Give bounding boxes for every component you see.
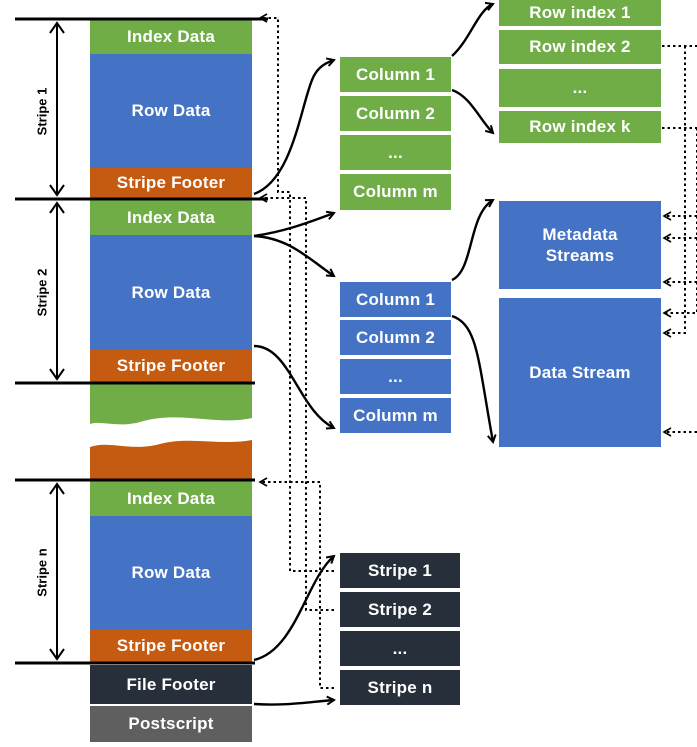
striben-row-data: Row Data: [90, 516, 252, 630]
row-index-2: Row index 2: [499, 30, 661, 64]
group1-column-m: Column m: [340, 174, 451, 210]
arrow-index2-to-columns2: [253, 234, 334, 276]
gap-orange-fill: [90, 440, 252, 479]
striben-label: Stripe n: [34, 548, 50, 597]
arrow-footern-to-stripelist: [253, 556, 334, 662]
stripe2-footer: Stripe Footer: [90, 350, 252, 382]
arrow-index2-to-column1-group1: [253, 213, 334, 238]
stripe2-label: Stripe 2: [34, 268, 50, 317]
arrow-filefooter-to-stripen: [253, 700, 334, 706]
dotted-stripe2-to-file: [258, 193, 334, 611]
group1-column-ellipsis: ...: [340, 135, 451, 170]
stripe2-bracket: [49, 201, 65, 381]
row-index-k: Row index k: [499, 111, 661, 143]
group2-column-1: Column 1: [340, 282, 451, 317]
group2-column-m: Column m: [340, 398, 451, 433]
stripe-list-1: Stripe 1: [340, 553, 460, 588]
stripe-list-n: Stripe n: [340, 670, 460, 705]
stripe1-bracket: [49, 21, 65, 197]
stripe2-row-data: Row Data: [90, 235, 252, 350]
striben-footer: Stripe Footer: [90, 630, 252, 662]
dotted-right-rail-b: [662, 128, 697, 318]
data-stream: Data Stream: [499, 298, 661, 447]
arrow-footer2-to-columns2: [253, 344, 334, 428]
postscript: Postscript: [90, 706, 252, 742]
arrow-col1-to-rowindex1: [451, 4, 493, 57]
stripe1-footer: Stripe Footer: [90, 168, 252, 198]
stripe1-label: Stripe 1: [34, 87, 50, 136]
gap-green-fill: [90, 384, 252, 425]
stripe-list-2: Stripe 2: [340, 592, 460, 627]
file-footer: File Footer: [90, 665, 252, 704]
stripe2-index-data: Index Data: [90, 200, 252, 235]
stripe1-row-data: Row Data: [90, 54, 252, 168]
row-index-ellipsis: ...: [499, 69, 661, 107]
group2-column-2: Column 2: [340, 320, 451, 355]
stripe-list-ellipsis: ...: [340, 631, 460, 666]
row-index-1: Row index 1: [499, 0, 661, 26]
dotted-right-rail-a: [662, 46, 686, 338]
group1-column-2: Column 2: [340, 96, 451, 131]
stripe1-index-data: Index Data: [90, 20, 252, 54]
dotted-stripe1-to-file: [258, 13, 334, 572]
arrow-col1b-to-metadata: [451, 200, 493, 282]
arrow-col1-to-rowindexk: [451, 88, 493, 133]
group1-column-1: Column 1: [340, 57, 451, 92]
arrow-footer-to-columns1: [253, 60, 334, 196]
dotted-striben-to-file: [258, 477, 334, 689]
striben-index-data: Index Data: [90, 481, 252, 516]
arrow-col1b-to-datastream: [451, 314, 493, 442]
group2-column-ellipsis: ...: [340, 359, 451, 394]
striben-bracket: [49, 482, 65, 661]
metadata-streams: Metadata Streams: [499, 201, 661, 289]
